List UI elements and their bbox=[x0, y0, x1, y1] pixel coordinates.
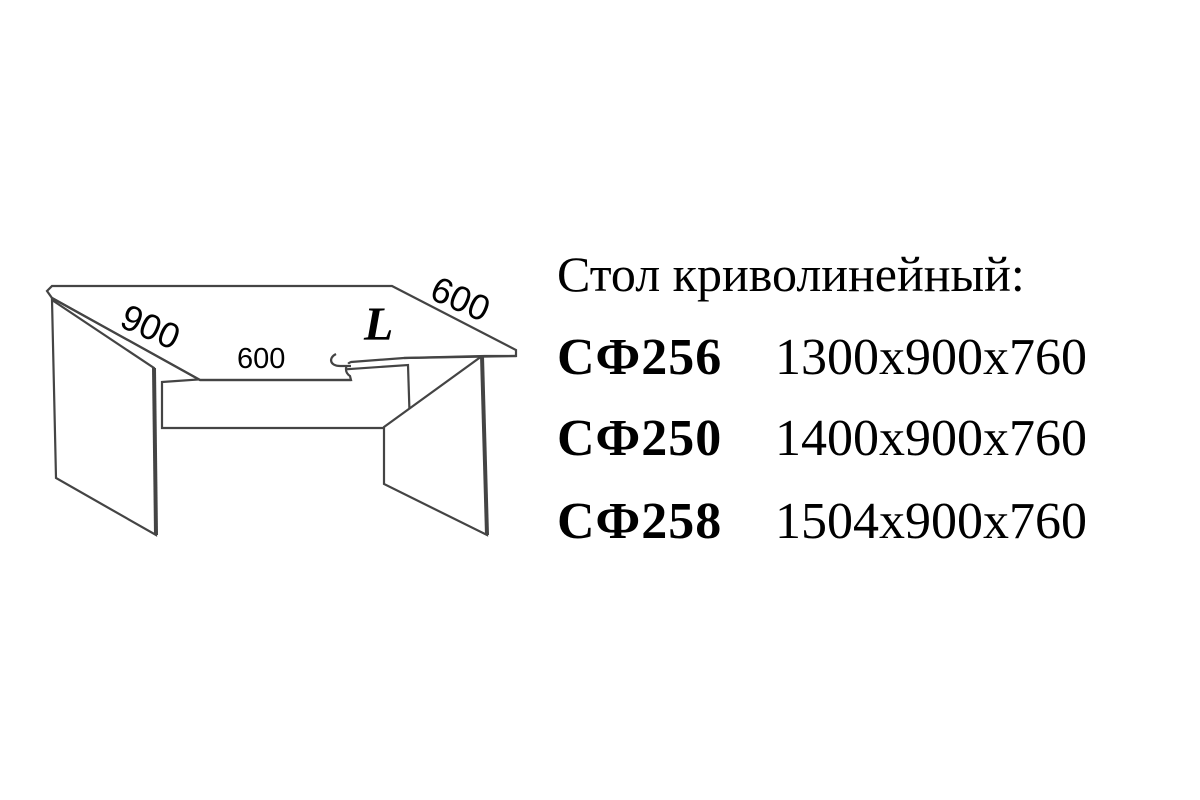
left-panel-edge bbox=[152, 367, 158, 536]
tabletop-front-edge bbox=[51, 297, 351, 382]
model-code: СФ258 bbox=[557, 493, 723, 550]
model-size: 1400x900x760 bbox=[775, 410, 1087, 467]
model-row: СФ258 1504x900x760 bbox=[557, 486, 1087, 558]
tabletop-right-edge bbox=[403, 354, 517, 360]
right-panel-edge bbox=[480, 355, 489, 536]
model-code: СФ250 bbox=[557, 410, 723, 467]
model-code: СФ256 bbox=[557, 329, 723, 386]
model-row: СФ250 1400x900x760 bbox=[557, 403, 1087, 475]
inner-width-label: 600 bbox=[237, 343, 285, 375]
model-size: 1504x900x760 bbox=[775, 493, 1087, 550]
product-title: Стол криволинейный: bbox=[557, 246, 1025, 302]
orientation-mark: L bbox=[363, 298, 393, 351]
model-size: 1300x900x760 bbox=[775, 329, 1087, 386]
tabletop-notch bbox=[330, 353, 351, 368]
model-row: СФ256 1300x900x760 bbox=[557, 322, 1087, 394]
